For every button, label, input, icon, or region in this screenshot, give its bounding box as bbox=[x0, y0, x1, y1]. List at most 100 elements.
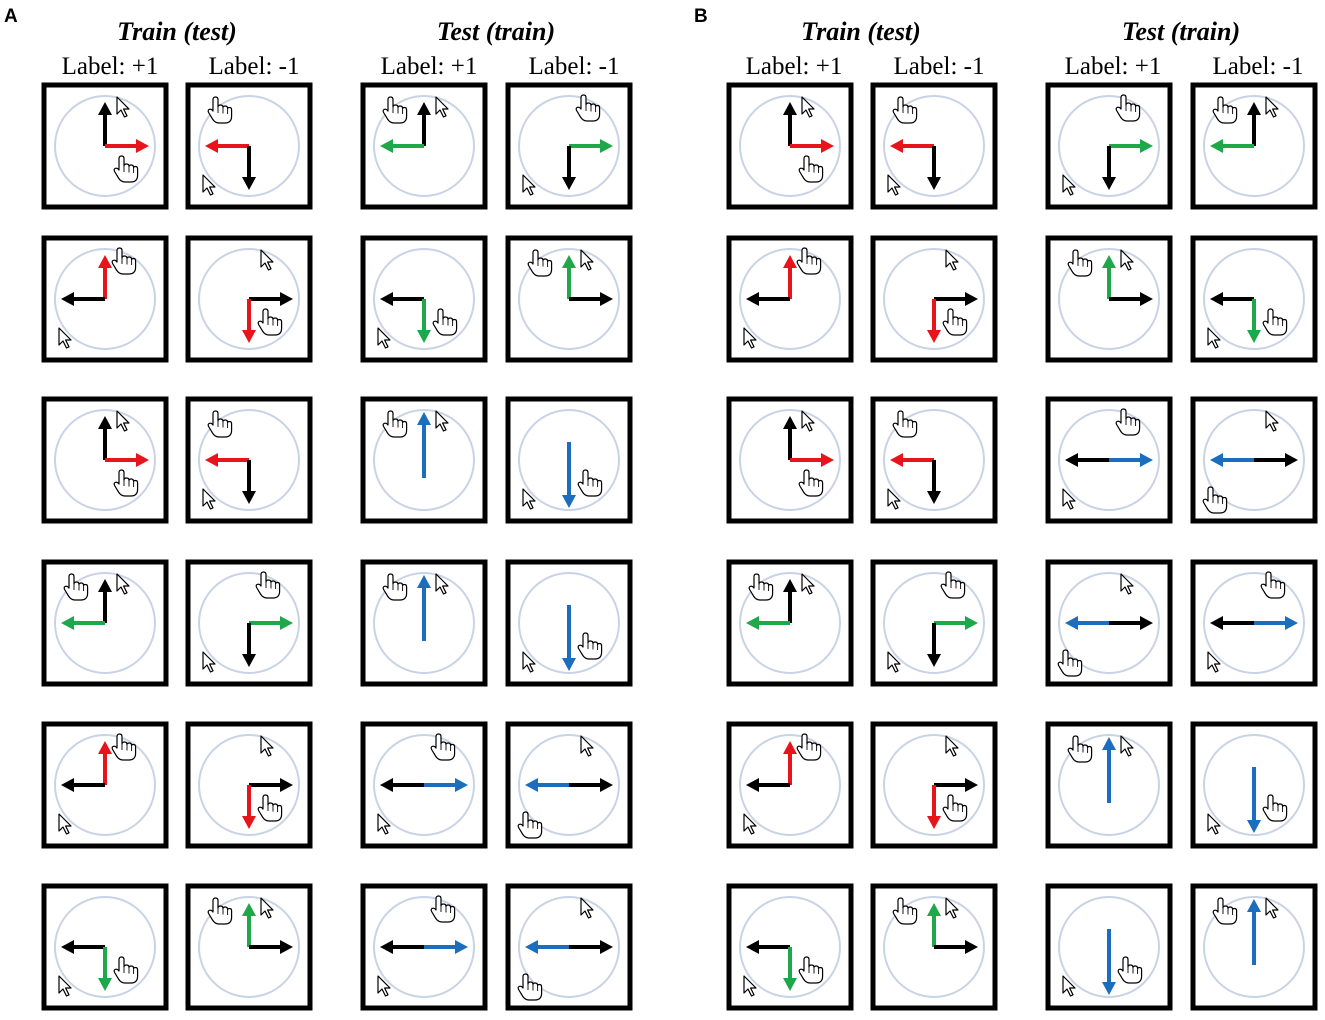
stimulus-cell bbox=[726, 883, 854, 1011]
pointer-cursor-icon bbox=[887, 174, 901, 196]
arrowhead bbox=[562, 495, 576, 508]
reference-circle bbox=[1203, 734, 1305, 836]
pointer-cursor-icon bbox=[377, 975, 391, 997]
pointer-cursor-icon bbox=[1120, 249, 1134, 271]
hand-cursor-icon bbox=[1212, 96, 1238, 124]
reference-circle bbox=[373, 95, 475, 197]
stimulus-cell bbox=[1045, 82, 1173, 210]
reference-circle bbox=[883, 896, 985, 998]
reference-circle bbox=[883, 572, 985, 674]
arrowhead bbox=[61, 616, 74, 630]
reference-circle bbox=[373, 734, 475, 836]
stimulus-cell bbox=[1190, 396, 1318, 524]
pointer-cursor-icon bbox=[1120, 735, 1134, 757]
stimulus-cell bbox=[870, 883, 998, 1011]
arrowhead bbox=[1210, 139, 1223, 153]
reference-circle bbox=[739, 896, 841, 998]
pointer-cursor-icon bbox=[1062, 975, 1076, 997]
stimulus-cell bbox=[1045, 235, 1173, 363]
arrowhead bbox=[61, 940, 74, 954]
arrowhead bbox=[965, 616, 978, 630]
hand-cursor-icon bbox=[940, 571, 966, 599]
hand-cursor-icon bbox=[798, 155, 824, 183]
pointer-cursor-icon bbox=[202, 488, 216, 510]
reference-circle bbox=[518, 409, 620, 511]
reference-circle bbox=[198, 248, 300, 350]
reference-circle bbox=[1058, 734, 1160, 836]
stimulus-cell bbox=[1190, 559, 1318, 687]
stimulus-cell bbox=[505, 559, 633, 687]
reference-circle bbox=[1203, 896, 1305, 998]
arrowhead bbox=[927, 491, 941, 504]
hand-cursor-icon bbox=[517, 811, 543, 839]
stimulus-cell bbox=[360, 82, 488, 210]
hand-cursor-icon bbox=[517, 973, 543, 1001]
stimulus-cell bbox=[360, 559, 488, 687]
hand-cursor-icon bbox=[796, 733, 822, 761]
reference-circle bbox=[198, 95, 300, 197]
arrowhead bbox=[1140, 616, 1153, 630]
hand-cursor-icon bbox=[430, 733, 456, 761]
stimulus-cell bbox=[41, 82, 169, 210]
stimulus-cell bbox=[726, 235, 854, 363]
reference-circle bbox=[518, 734, 620, 836]
stimulus-cell bbox=[41, 235, 169, 363]
reference-circle bbox=[1203, 572, 1305, 674]
hand-cursor-icon bbox=[575, 94, 601, 122]
hand-cursor-icon bbox=[63, 573, 89, 601]
arrowhead bbox=[98, 741, 112, 754]
stimulus-cell bbox=[505, 721, 633, 849]
arrowhead bbox=[455, 940, 468, 954]
arrowhead bbox=[280, 940, 293, 954]
panel-b-test-label-neg: Label: -1 bbox=[1212, 53, 1304, 80]
pointer-cursor-icon bbox=[116, 96, 130, 118]
panel-a-train-label-pos: Label: +1 bbox=[61, 53, 159, 80]
stimulus-cell bbox=[1190, 883, 1318, 1011]
stimulus-cell bbox=[505, 82, 633, 210]
arrowhead bbox=[600, 292, 613, 306]
hand-cursor-icon bbox=[207, 897, 233, 925]
pointer-cursor-icon bbox=[1120, 573, 1134, 595]
pointer-cursor-icon bbox=[1062, 174, 1076, 196]
pointer-cursor-icon bbox=[1062, 488, 1076, 510]
pointer-cursor-icon bbox=[945, 897, 959, 919]
stimulus-cell bbox=[870, 396, 998, 524]
arrowhead bbox=[927, 654, 941, 667]
stimulus-cell bbox=[726, 721, 854, 849]
pointer-cursor-icon bbox=[260, 735, 274, 757]
hand-cursor-icon bbox=[1262, 308, 1288, 336]
arrowhead bbox=[242, 654, 256, 667]
arrowhead bbox=[380, 778, 393, 792]
hand-cursor-icon bbox=[892, 897, 918, 925]
arrowhead bbox=[205, 453, 218, 467]
reference-circle bbox=[198, 409, 300, 511]
arrowhead bbox=[783, 102, 797, 115]
hand-cursor-icon bbox=[1115, 94, 1141, 122]
reference-circle bbox=[1058, 572, 1160, 674]
hand-cursor-icon bbox=[577, 469, 603, 497]
pointer-cursor-icon bbox=[580, 897, 594, 919]
arrowhead bbox=[417, 102, 431, 115]
pointer-cursor-icon bbox=[522, 651, 536, 673]
arrowhead bbox=[746, 940, 759, 954]
hand-cursor-icon bbox=[113, 155, 139, 183]
reference-circle bbox=[1203, 248, 1305, 350]
arrowhead bbox=[380, 940, 393, 954]
arrowhead bbox=[417, 575, 431, 588]
cell-frame bbox=[505, 559, 633, 687]
reference-circle bbox=[518, 896, 620, 998]
arrowhead bbox=[562, 177, 576, 190]
stimulus-cell bbox=[185, 396, 313, 524]
arrowhead bbox=[525, 778, 538, 792]
arrowhead bbox=[1102, 255, 1116, 268]
hand-cursor-icon bbox=[111, 733, 137, 761]
arrowhead bbox=[927, 177, 941, 190]
reference-circle bbox=[518, 572, 620, 674]
arrowhead bbox=[562, 658, 576, 671]
reference-circle bbox=[1203, 409, 1305, 511]
hand-cursor-icon bbox=[1260, 571, 1286, 599]
hand-cursor-icon bbox=[113, 469, 139, 497]
panel-b-train-title: Train (test) bbox=[801, 17, 921, 46]
stimulus-cell bbox=[1045, 559, 1173, 687]
